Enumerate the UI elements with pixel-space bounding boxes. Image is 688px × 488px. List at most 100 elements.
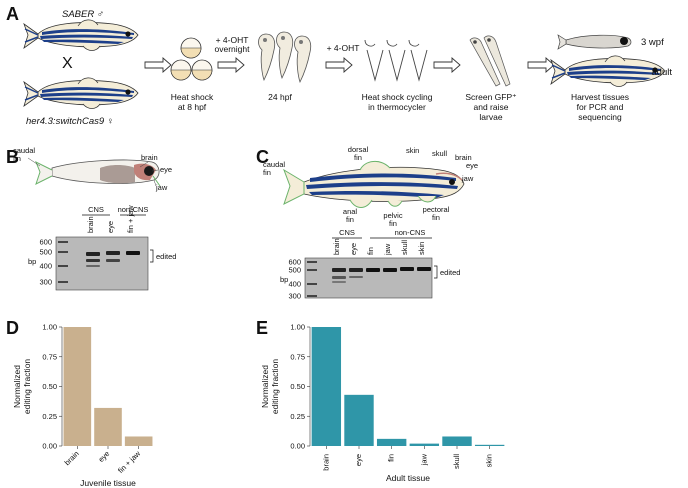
x-tick-label: eye [354, 454, 363, 466]
gel-c-bracket [434, 265, 438, 279]
gel-band [332, 268, 346, 272]
y-tick-label: 0.00 [42, 442, 57, 451]
gel-ladder-band [58, 265, 68, 267]
y-tick-label: 1.00 [42, 323, 57, 332]
gel-c-group-noncns: non-CNS [395, 228, 426, 237]
y-tick-label: 0.50 [42, 382, 57, 391]
y-tick-label: 0.75 [290, 352, 305, 361]
age-3wpf-label: 3 wpf [641, 37, 664, 48]
gel-lane-label: brain [86, 216, 95, 233]
gel-band [349, 268, 363, 272]
parent1-label: SABER ♂ [62, 9, 104, 20]
step2-text: 24 hpf [268, 92, 292, 102]
x-tick-label: fin [387, 454, 396, 462]
tissue-label-eye-c: eye [466, 161, 478, 170]
gel-band [106, 251, 120, 255]
gel-band [86, 265, 100, 267]
gel-band [349, 276, 363, 278]
y-tick-label: 0.00 [290, 442, 305, 451]
gel-c-group-cns: CNS [339, 228, 355, 237]
gel-ladder-band [58, 251, 68, 253]
gel-ladder-band [58, 241, 68, 243]
gel-lane-label: fin [366, 247, 375, 255]
gel-lane-label: skull [400, 240, 409, 255]
x-axis-label: Adult tissue [386, 473, 430, 483]
tissue-label-jaw: jaw [155, 183, 168, 192]
gel-b-lane-labels: brain eye fin + jaw [86, 205, 135, 233]
larvae-illustration [469, 35, 511, 87]
gel-ladder-band [307, 261, 317, 263]
gel-lane-label: jaw [383, 243, 392, 256]
embryo-cluster [170, 37, 213, 81]
bar-fin-jaw [124, 436, 153, 446]
parent2-label: her4.3:switchCas9 ♀ [26, 116, 114, 127]
gel-ladder-band [307, 269, 317, 271]
gel-lane-label: skin [417, 242, 426, 255]
arrow-4 [433, 57, 461, 73]
arrow-1 [144, 57, 172, 73]
panel-label-d: D [6, 318, 19, 338]
panel-label-c: C [256, 147, 269, 167]
male-fish-illustration [23, 19, 139, 52]
bar-brain [311, 327, 342, 446]
gel-ladder-label: 500 [288, 266, 301, 275]
gel-b-band-label: edited [156, 252, 176, 261]
gel-lane-label: eye [349, 243, 358, 255]
gel-band [417, 267, 431, 271]
gel-band [332, 281, 346, 283]
tissue-label-brain: brain [141, 153, 158, 162]
arrow2-label: + 4-OHT [327, 43, 360, 53]
gel-ladder-label: 400 [288, 280, 301, 289]
x-tick-label: jaw [419, 453, 428, 466]
bar-brain [63, 327, 92, 446]
y-tick-label: 0.25 [290, 412, 305, 421]
gel-lane-label: fin + jaw [126, 205, 135, 233]
adult-fish-illustration [550, 55, 666, 88]
x-tick-label: fin + jaw [116, 449, 142, 475]
arrow-5 [527, 57, 555, 73]
y-tick-label: 1.00 [290, 323, 305, 332]
y-tick-label: 0.50 [290, 382, 305, 391]
panel-label-b: B [6, 147, 19, 167]
gel-band [400, 267, 414, 271]
leader-lines-b [27, 157, 159, 187]
y-axis-label: Normalizedediting fraction [260, 359, 280, 415]
gel-band [86, 252, 100, 256]
x-tick-label: brain [63, 449, 81, 467]
bar-eye [94, 407, 122, 446]
gel-b-image [55, 236, 149, 291]
gel-band [86, 259, 100, 262]
x-tick-label: brain [321, 454, 330, 471]
panel-label-a: A [6, 4, 19, 24]
gel-c-bands [307, 261, 431, 297]
tissue-label-skull: skull [432, 149, 447, 158]
embryo-24hpf-group [258, 31, 312, 83]
pcr-tubes-illustration [364, 39, 428, 82]
gel-c-band-label: edited [440, 268, 460, 277]
gel-b-group-noncns: non-CNS [118, 205, 149, 214]
gel-band [126, 251, 140, 255]
gel-lane-label: eye [106, 221, 115, 233]
gel-ladder-band [58, 281, 68, 283]
y-axis-label: Normalizedediting fraction [12, 359, 32, 415]
bar-fin [376, 438, 407, 446]
gel-ladder-label: 500 [39, 248, 52, 257]
gel-ladder-label: 600 [288, 258, 301, 267]
gel-ladder-band [307, 295, 317, 297]
bar-jaw [409, 443, 440, 446]
gel-band [383, 268, 397, 272]
y-tick-label: 0.25 [42, 412, 57, 421]
